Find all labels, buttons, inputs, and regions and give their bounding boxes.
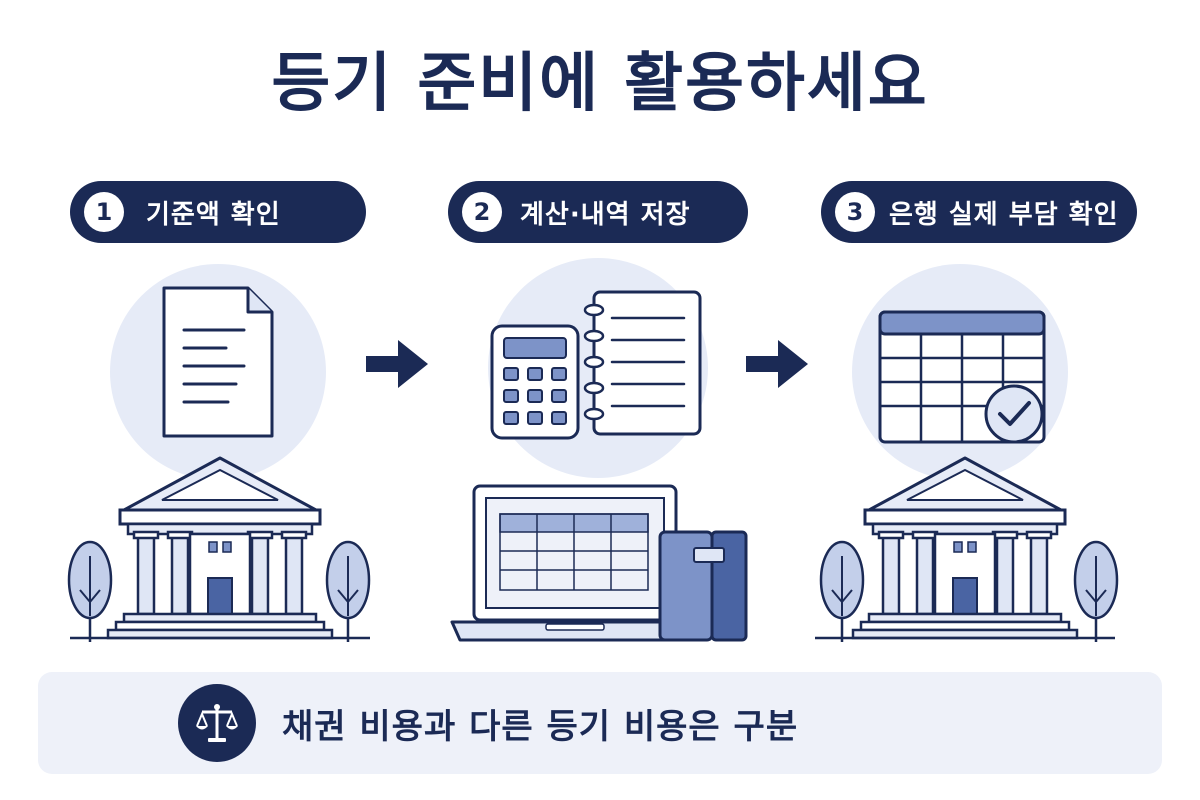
- tree-icon: [67, 540, 113, 644]
- arrow-right-icon-2: [746, 340, 808, 388]
- step-1-number: 1: [84, 192, 124, 232]
- table-check-icon: [878, 310, 1046, 444]
- step-2-number: 2: [462, 192, 502, 232]
- calculator-icon: [490, 324, 580, 440]
- tree-icon-4: [1073, 540, 1119, 644]
- tree-icon-2: [325, 540, 371, 644]
- step-2-pill: 2 계산·내역 저장: [448, 181, 748, 243]
- laptop-icon: [450, 484, 700, 642]
- page-title: 등기 준비에 활용하세요: [271, 47, 929, 121]
- step-3-number: 3: [835, 192, 875, 232]
- step-1-pill: 1 기준액 확인: [70, 181, 366, 243]
- document-icon: [162, 286, 274, 438]
- tree-icon-3: [819, 540, 865, 644]
- scale-icon: [178, 684, 256, 762]
- step-1-label: 기준액 확인: [146, 199, 281, 230]
- step-3-pill: 3 은행 실제 부담 확인: [821, 181, 1137, 243]
- check-icon: [984, 384, 1044, 444]
- step-3-label: 은행 실제 부담 확인: [889, 199, 1119, 230]
- note-panel: 채권 비용과 다른 등기 비용은 구분: [38, 672, 1162, 774]
- notebook-icon: [583, 290, 702, 436]
- arrow-right-icon: [366, 340, 428, 388]
- step-2-label: 계산·내역 저장: [520, 199, 691, 230]
- bank-building-icon: [68, 456, 372, 640]
- note-text: 채권 비용과 다른 등기 비용은 구분: [282, 706, 799, 747]
- bank-building-icon-2: [813, 456, 1117, 640]
- binder-icon: [658, 530, 748, 642]
